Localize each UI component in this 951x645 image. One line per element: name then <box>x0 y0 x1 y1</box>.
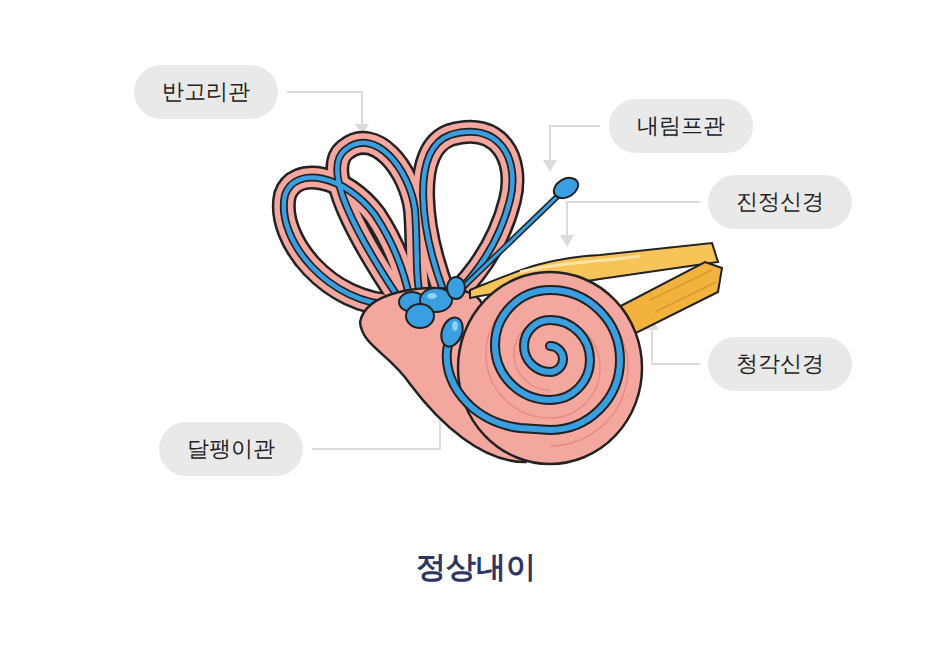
duct <box>423 132 512 295</box>
duct-fill <box>284 132 513 305</box>
endolymphatic-sac <box>550 174 582 203</box>
nerve-fibres <box>650 270 716 312</box>
arrowhead <box>560 235 574 247</box>
callout-label: 청각신경 <box>736 351 824 377</box>
canal-outline <box>284 132 513 305</box>
leader-line <box>287 92 362 126</box>
callout-pill: 내림프관 <box>609 99 753 153</box>
callout-label: 내림프관 <box>637 113 725 139</box>
callout-pill: 진정신경 <box>708 175 852 229</box>
canal <box>423 132 512 295</box>
canal-fill <box>284 132 513 305</box>
caption: 정상내이 <box>0 547 951 588</box>
leader-line <box>312 411 440 449</box>
cochlear-duct <box>447 290 620 430</box>
utricle <box>406 304 434 328</box>
saccule <box>437 314 466 349</box>
callout-label: 진정신경 <box>736 189 824 215</box>
arrowhead <box>543 160 557 172</box>
callout-label: 반고리관 <box>162 79 250 105</box>
callout-pill: 반고리관 <box>134 65 278 119</box>
duct-outline <box>284 132 513 305</box>
duct <box>423 132 512 295</box>
callout-pill: 청각신경 <box>708 337 852 391</box>
membranous-labyrinth <box>399 277 467 350</box>
cochlear-duct-outline <box>447 290 620 430</box>
ampulla <box>447 277 465 299</box>
leader-line <box>550 126 600 162</box>
callout-pill: 달팽이관 <box>159 422 303 476</box>
highlight <box>427 293 437 299</box>
duct <box>337 143 420 300</box>
canal <box>423 132 512 295</box>
nerve-shine <box>520 256 640 272</box>
leader-line <box>567 202 700 237</box>
callout-label: 달팽이관 <box>187 436 275 462</box>
semicircular-canals <box>284 132 513 305</box>
highlights <box>427 293 458 331</box>
leader-line <box>652 328 700 364</box>
highlight <box>452 321 458 331</box>
